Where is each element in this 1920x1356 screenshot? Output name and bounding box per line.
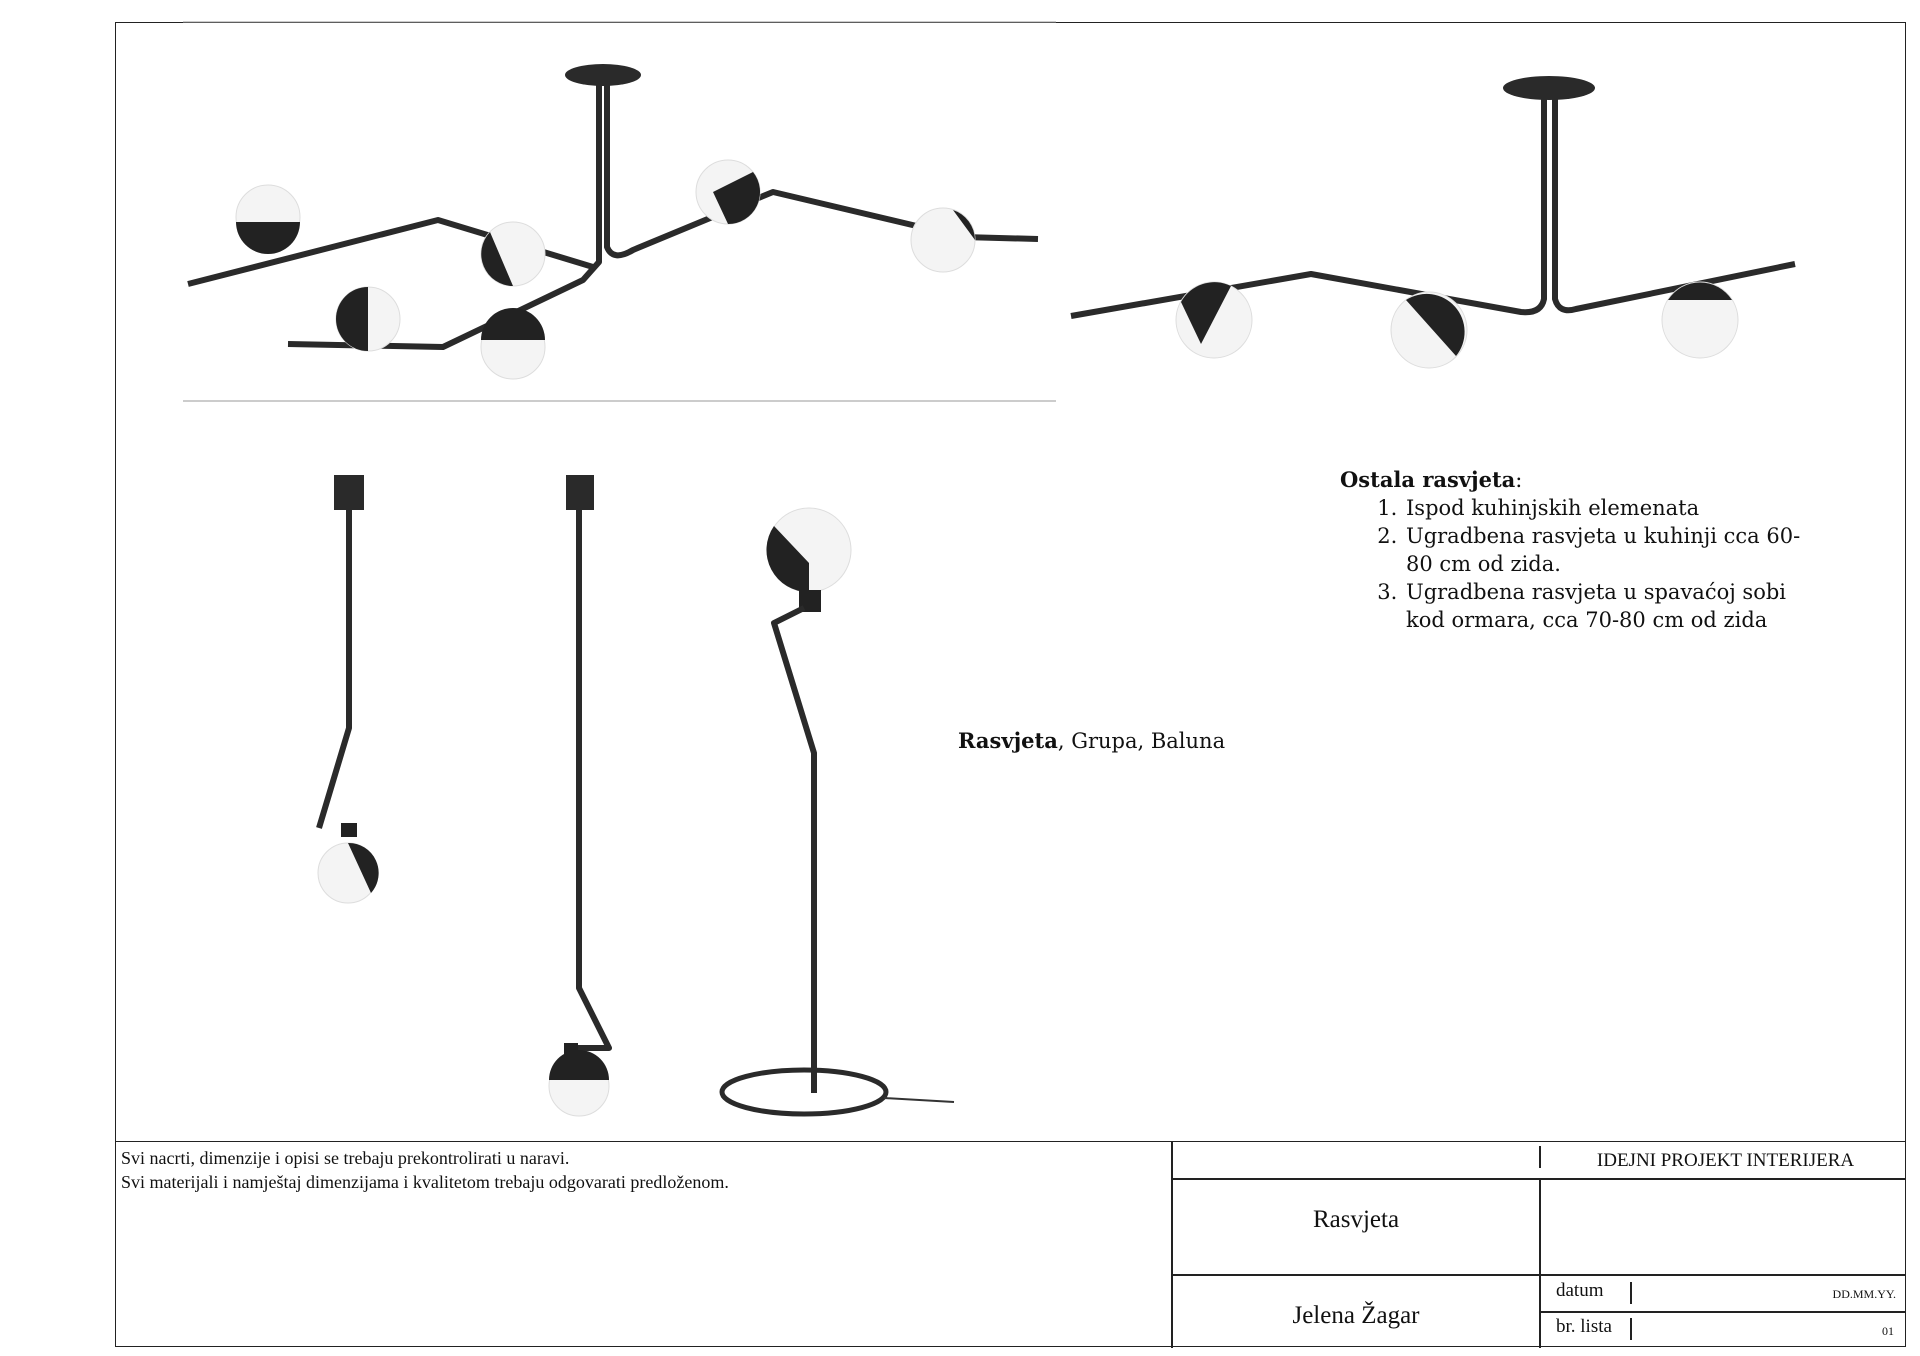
other-lighting-section: Ostala rasvjeta: Ispod kuhinjskih elemen… xyxy=(1340,466,1824,634)
lighting-caption: Rasvjeta, Grupa, Baluna xyxy=(958,728,1225,753)
title-block: Svi nacrti, dimenzije i opisi se trebaju… xyxy=(115,1141,1906,1348)
sheet-number-value: 01 xyxy=(1882,1324,1894,1338)
note-line: Svi nacrti, dimenzije i opisi se trebaju… xyxy=(121,1148,570,1168)
list-item: Ugradbena rasvjeta u kuhinji cca 60-80 c… xyxy=(1404,522,1824,578)
caption-rest: , Grupa, Baluna xyxy=(1057,729,1226,753)
caption-bold: Rasvjeta xyxy=(958,728,1058,753)
date-value: DD.MM.YY. xyxy=(1832,1287,1896,1301)
sheet-title: Rasvjeta xyxy=(1312,1206,1400,1233)
notes: Svi nacrti, dimenzije i opisi se trebaju… xyxy=(121,1146,729,1194)
pendants-floor-lamp-image xyxy=(316,475,955,1117)
list-item: Ispod kuhinjskih elemenata xyxy=(1404,494,1824,522)
list-item: Ugradbena rasvjeta u spavaćoj sobi kod o… xyxy=(1404,578,1824,634)
project-title: IDEJNI PROJEKT INTERIJERA xyxy=(1596,1150,1855,1171)
chandelier-large-image xyxy=(183,21,1056,402)
globe-shades xyxy=(1175,281,1739,369)
other-lighting-title: Ostala rasvjeta xyxy=(1340,467,1516,492)
note-line: Svi materijali i namještaj dimenzijama i… xyxy=(121,1172,729,1192)
sheet-number-label: br. lista xyxy=(1556,1316,1612,1337)
author-name: Jelena Žagar xyxy=(1292,1302,1420,1329)
chandelier-three-globe-image xyxy=(1070,76,1796,369)
date-label: datum xyxy=(1556,1280,1604,1301)
globe-shades xyxy=(235,159,976,380)
colon: : xyxy=(1515,468,1523,492)
